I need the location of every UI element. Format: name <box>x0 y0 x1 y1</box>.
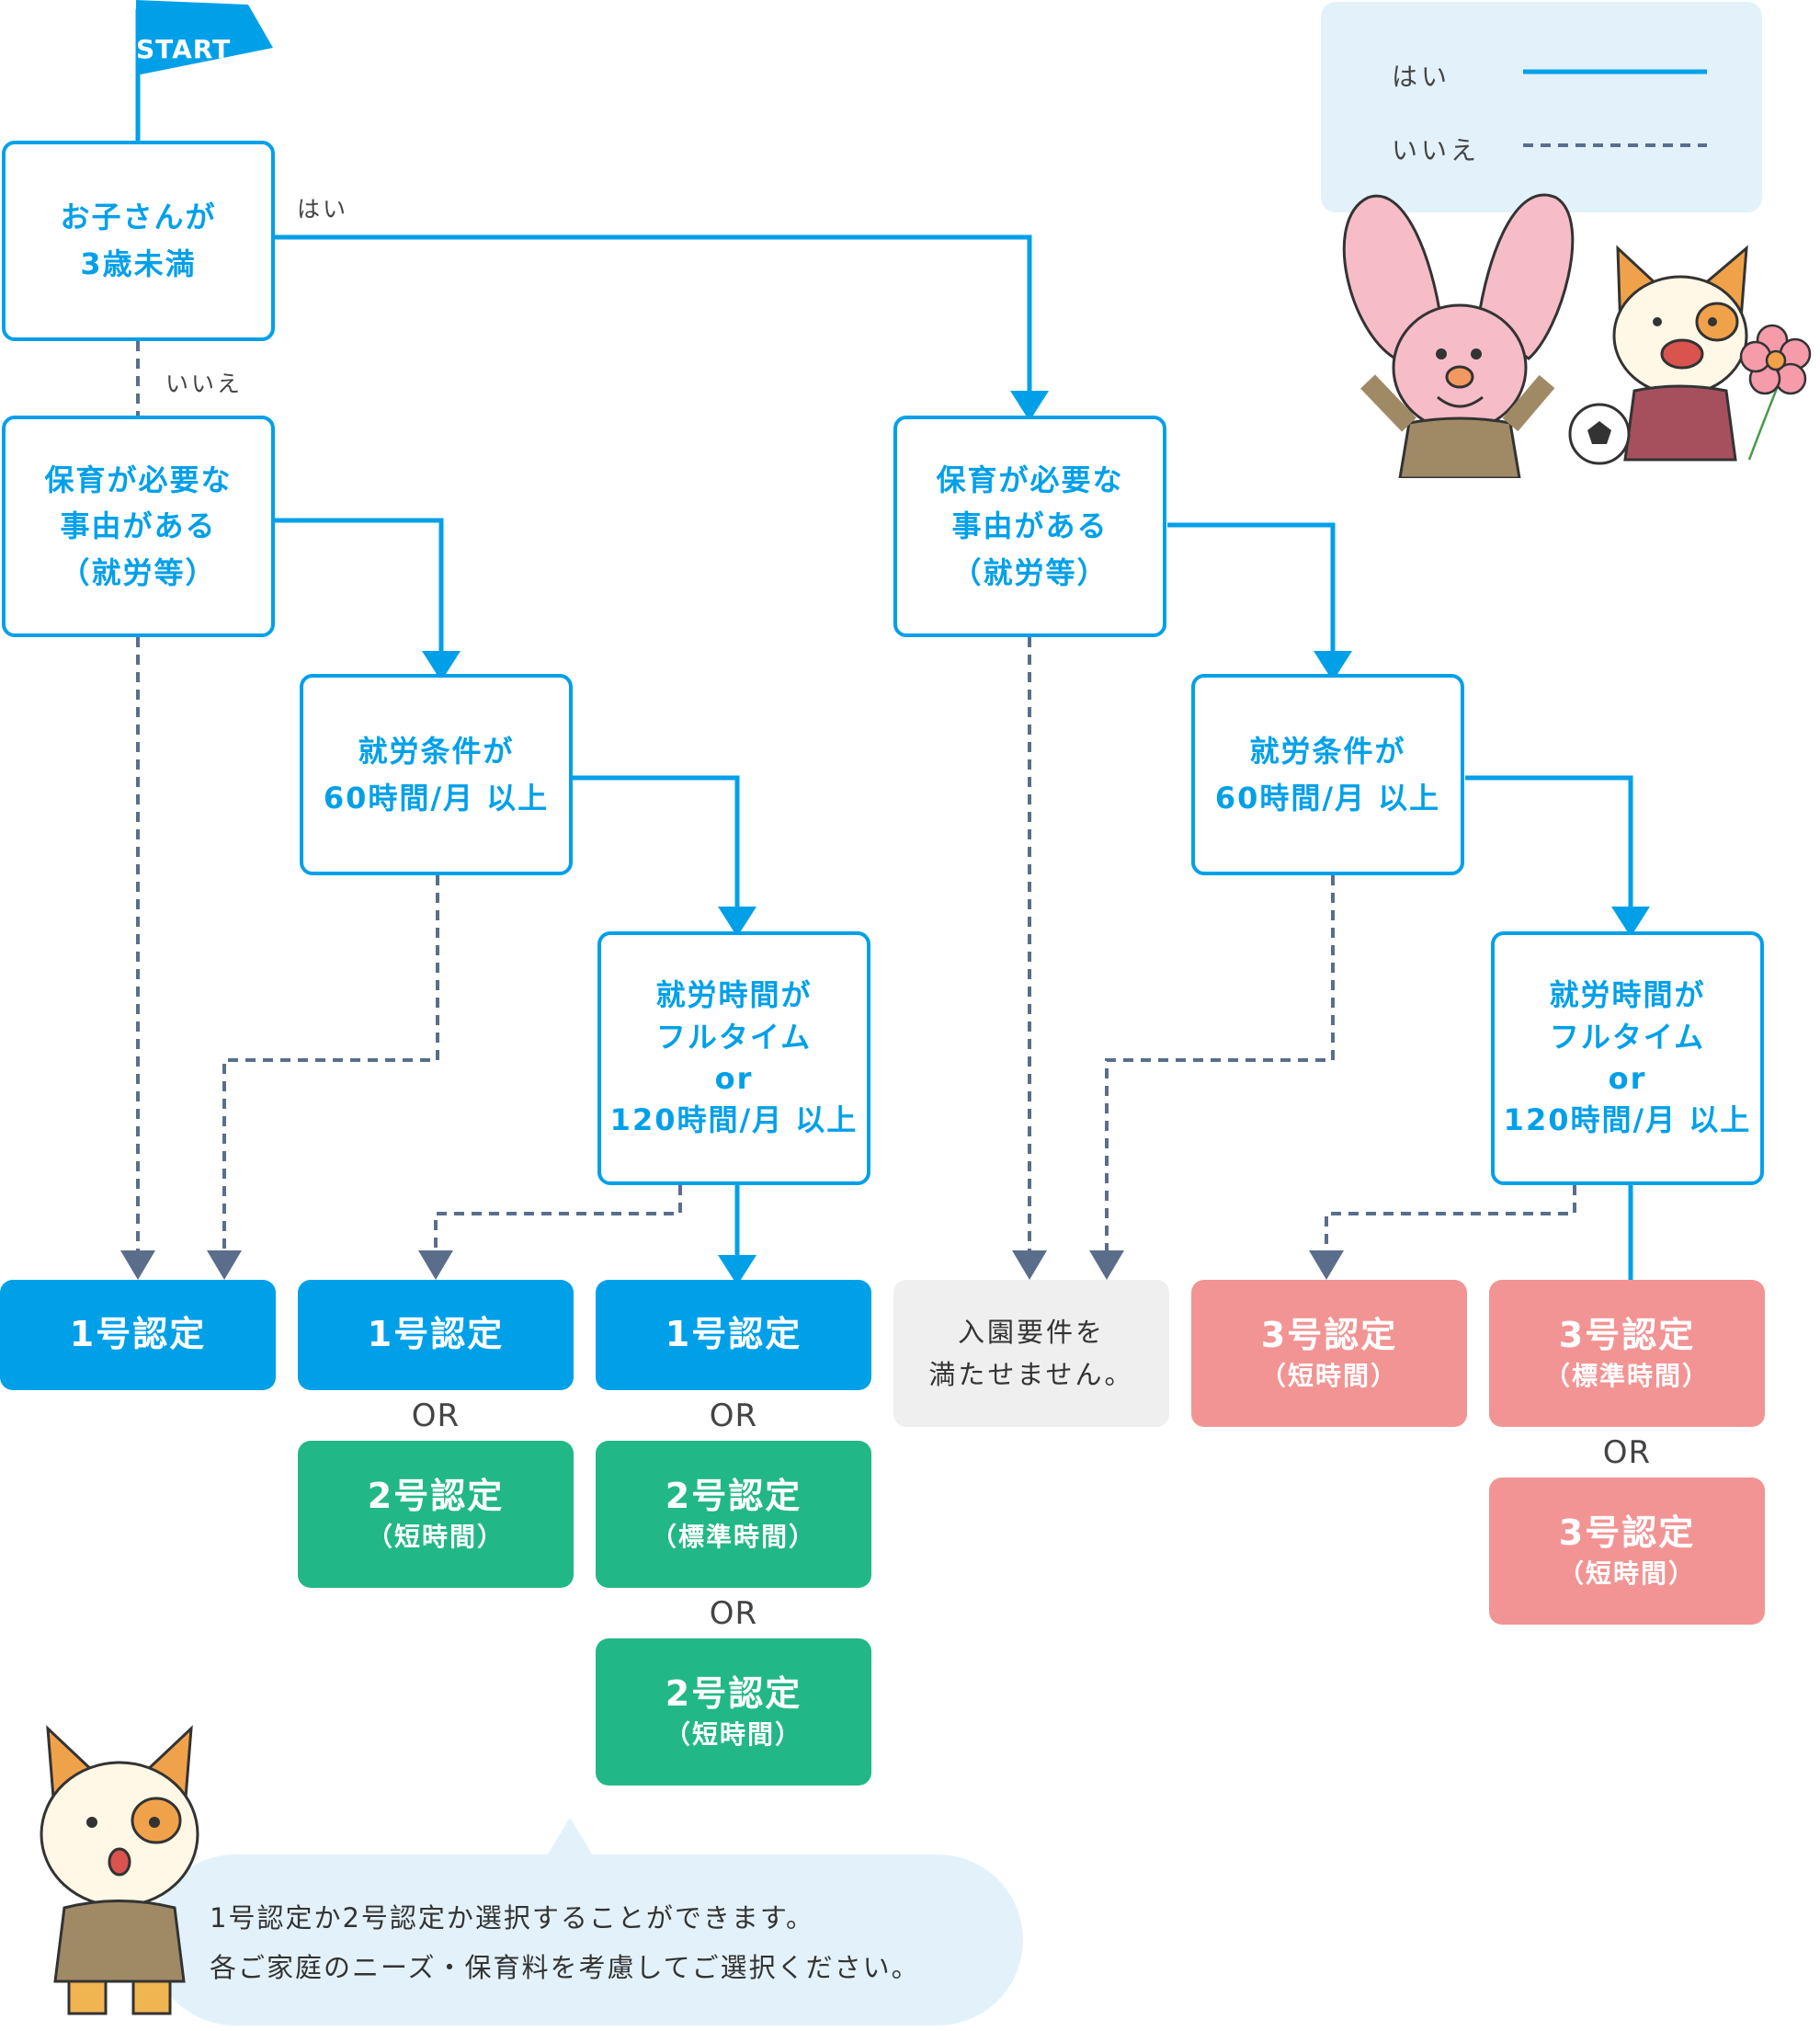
question-hours60-right-line1: 就労条件が <box>1249 733 1406 769</box>
cat-icon <box>1612 245 1748 462</box>
result-type3-short-a: 3号認定 （短時間） <box>1191 1280 1467 1427</box>
question-hours60-left-line2: 60時間/月 以上 <box>323 780 550 816</box>
result-type1-a: 1号認定 <box>0 1280 276 1390</box>
question-need-right-line2: 事由がある <box>951 508 1109 544</box>
rabbit-icon <box>1342 193 1575 478</box>
result-type2-short-b-title: 2号認定 <box>665 1673 802 1715</box>
cat-icon <box>40 1725 199 2015</box>
question-need-right-line3: （就労等） <box>951 554 1109 590</box>
start-flag <box>136 0 273 75</box>
question-need-right: 保育が必要な 事由がある （就労等） <box>893 416 1166 637</box>
result-type3-standard-sub: （標準時間） <box>1543 1360 1710 1391</box>
result-type1-a-title: 1号認定 <box>69 1314 207 1355</box>
bubble-pointer <box>544 1818 596 1860</box>
question-fulltime-right-line3: or <box>1608 1061 1647 1096</box>
legend-yes-label: はい <box>1392 62 1451 92</box>
result-type2-standard-title: 2号認定 <box>665 1476 802 1517</box>
result-type1-c: 1号認定 <box>596 1280 871 1390</box>
or-label: OR <box>709 1595 758 1632</box>
question-hours60-left: 就労条件が 60時間/月 以上 <box>300 674 573 875</box>
question-fulltime-left-line2: フルタイム <box>655 1019 813 1055</box>
question-fulltime-right-line4: 120時間/月 以上 <box>1503 1102 1752 1138</box>
yes-lines <box>135 9 1633 1280</box>
question-age-line2: 3歳未満 <box>80 246 197 281</box>
note-bubble: 1号認定か2号認定か選択することができます。 各ご家庭のニーズ・保育料を考慮して… <box>150 1854 1023 2025</box>
question-hours60-left-line1: 就労条件が <box>358 733 515 769</box>
result-not-eligible-line1: 入園要件を <box>957 1316 1105 1348</box>
question-age-line1: お子さんが <box>60 200 217 235</box>
result-type3-short-b-title: 3号認定 <box>1558 1512 1696 1554</box>
result-type2-short-a: 2号認定 （短時間） <box>298 1441 574 1588</box>
or-label: OR <box>1602 1434 1652 1471</box>
question-need-left: 保育が必要な 事由がある （就労等） <box>2 416 275 637</box>
yes-arrowheads <box>422 391 1650 1285</box>
question-need-left-line1: 保育が必要な <box>44 462 233 497</box>
result-type3-short-a-sub: （短時間） <box>1259 1360 1398 1391</box>
question-need-right-line1: 保育が必要な <box>936 462 1124 497</box>
question-fulltime-left-line4: 120時間/月 以上 <box>609 1102 859 1138</box>
question-fulltime-left-line3: or <box>714 1061 754 1096</box>
result-type3-standard-title: 3号認定 <box>1558 1315 1696 1356</box>
or-label: OR <box>709 1398 758 1434</box>
result-type2-short-a-sub: （短時間） <box>366 1521 505 1552</box>
result-type2-standard: 2号認定 （標準時間） <box>596 1441 871 1588</box>
cat-mascot-illustration <box>40 1725 199 2015</box>
result-type2-short-b-sub: （短時間） <box>664 1718 802 1750</box>
result-type2-short-a-title: 2号認定 <box>367 1476 505 1517</box>
soccer-ball-icon <box>1568 403 1631 465</box>
legend-line-samples <box>1523 69 1707 147</box>
no-arrowheads <box>120 1250 1344 1280</box>
no-lines <box>136 341 1576 1250</box>
legend: はい いいえ <box>1321 2 1762 212</box>
question-fulltime-right-line1: 就労時間が <box>1549 977 1706 1013</box>
result-type3-short-b-sub: （短時間） <box>1557 1557 1696 1589</box>
flower-icon <box>1739 324 1812 461</box>
result-type3-standard: 3号認定 （標準時間） <box>1489 1280 1765 1427</box>
result-not-eligible-line2: 満たせません。 <box>928 1359 1134 1390</box>
mascot-illustration <box>1342 193 1812 478</box>
question-fulltime-left: 就労時間が フルタイム or 120時間/月 以上 <box>597 931 870 1185</box>
question-fulltime-right: 就労時間が フルタイム or 120時間/月 以上 <box>1491 931 1764 1185</box>
question-need-left-line3: （就労等） <box>60 554 217 590</box>
result-type1-b-title: 1号認定 <box>367 1314 505 1355</box>
yes-label: はい <box>297 196 349 222</box>
result-type3-short-b: 3号認定 （短時間） <box>1489 1478 1765 1625</box>
result-type2-short-b: 2号認定 （短時間） <box>596 1638 871 1786</box>
result-type1-b: 1号認定 <box>298 1280 574 1390</box>
question-hours60-right-line2: 60時間/月 以上 <box>1214 780 1441 816</box>
note-line2: 各ご家庭のニーズ・保育料を考慮してご選択ください。 <box>210 1952 920 1983</box>
result-type1-c-title: 1号認定 <box>665 1314 802 1355</box>
question-fulltime-right-line2: フルタイム <box>1549 1019 1706 1055</box>
question-fulltime-left-line1: 就労時間が <box>655 977 813 1013</box>
start-label: START <box>136 34 232 64</box>
note-line1: 1号認定か2号認定か選択することができます。 <box>210 1902 815 1934</box>
question-hours60-right: 就労条件が 60時間/月 以上 <box>1191 674 1464 875</box>
legend-no-label: いいえ <box>1392 135 1481 165</box>
no-label: いいえ <box>165 371 244 397</box>
question-need-left-line2: 事由がある <box>60 508 217 544</box>
question-age: お子さんが 3歳未満 <box>2 141 275 341</box>
result-not-eligible: 入園要件を 満たせません。 <box>893 1280 1169 1427</box>
result-type2-standard-sub: （標準時間） <box>650 1521 816 1552</box>
result-type3-short-a-title: 3号認定 <box>1260 1315 1398 1356</box>
or-label: OR <box>411 1398 461 1434</box>
